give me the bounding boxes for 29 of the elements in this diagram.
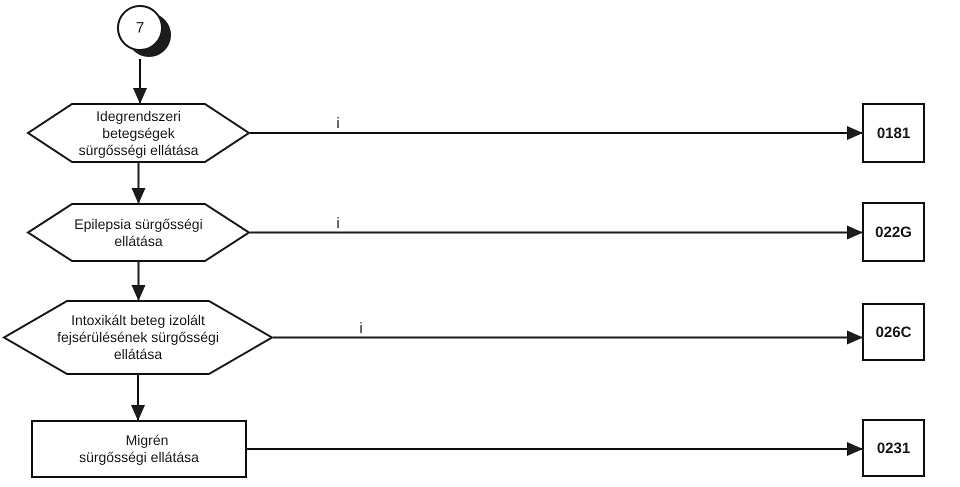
reference-code: 0231 (876, 440, 910, 456)
reference-code: 026C (876, 324, 912, 340)
step-text: Intoxikált beteg izolált fejsérülésének sürgősségi ellátása (56, 312, 220, 363)
arrow (273, 330, 863, 344)
edge-label: i (334, 216, 342, 230)
step-number: 7 (136, 20, 144, 36)
reference-code: 0181 (876, 124, 910, 142)
process-box (31, 420, 247, 478)
arrow (131, 375, 145, 421)
step-text: Migrén sürgősségi ellátása (78, 432, 200, 466)
reference-box (862, 303, 925, 361)
reference-box (862, 103, 925, 163)
arrow (132, 262, 146, 301)
arrow (247, 442, 863, 456)
reference-box (862, 419, 925, 477)
arrow (250, 226, 863, 240)
step-text: Epilepsia sürgősségi ellátása (73, 216, 204, 250)
arrow (132, 163, 146, 204)
step-text: Idegrendszeri betegségek sürgősségi ellátása (78, 108, 200, 158)
hexagon-step (27, 203, 250, 262)
arrow (250, 126, 863, 140)
edge-label: i (334, 116, 342, 131)
reference-code: 022G (875, 224, 912, 240)
hexagon-step (3, 300, 273, 375)
hexagon-step (27, 103, 250, 163)
arrow (133, 59, 147, 104)
off-page-connector (115, 4, 174, 59)
edge-label: i (357, 320, 365, 336)
reference-box (862, 202, 925, 262)
